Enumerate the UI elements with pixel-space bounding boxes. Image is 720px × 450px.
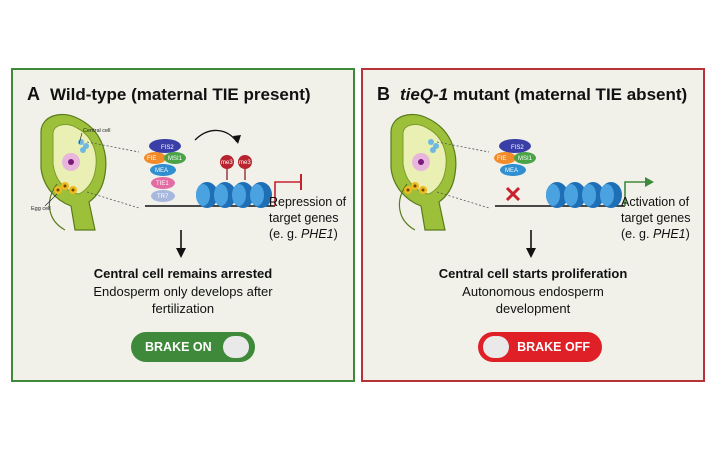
panel-a-title: A Wild-type (maternal TIE present)	[27, 84, 311, 105]
panel-b-letter: B	[377, 84, 390, 104]
target-genes-text: Activation of target genes (e. g. PHE1)	[621, 194, 691, 242]
prc2-complex: FIS2 FIE MSI1 MEA TIE1 TR7	[144, 139, 186, 202]
methylation-arrow	[194, 129, 238, 143]
target-line-1: Repression of	[269, 195, 347, 209]
mea-label: MEA	[505, 168, 518, 174]
outcome-text: Central cell remains arrested Endosperm …	[13, 266, 353, 317]
outcome-heading: Central cell remains arrested	[93, 266, 273, 281]
central-cell-nucleus	[418, 159, 424, 165]
brake-off-toggle[interactable]: BRAKE OFF	[478, 332, 602, 362]
prc2-complex: FIS2 FIE MSI1 MEA	[494, 139, 536, 176]
panel-b-title-text: mutant (maternal TIE absent)	[452, 85, 688, 104]
brake-on-toggle[interactable]: BRAKE ON	[131, 332, 255, 362]
me3-label-left: me3	[221, 160, 233, 166]
panel-b-title-italic: tieQ-1	[400, 85, 449, 104]
target-prefix: (e. g.	[269, 227, 301, 241]
brake-off-label: BRAKE OFF	[517, 340, 590, 354]
panel-a-diagram: Central cell Egg cell FIS2 FIE MSI1 MEA …	[31, 113, 302, 258]
panel-a-title-text: Wild-type (maternal TIE present)	[50, 85, 311, 104]
tr7-label: TR7	[157, 194, 169, 200]
target-line-2: target genes	[269, 211, 339, 225]
central-cell-label: Central cell	[83, 128, 111, 134]
target-suffix: )	[333, 227, 338, 241]
msi1-label: MSI1	[168, 156, 183, 162]
target-gene: PHE1	[652, 227, 686, 241]
cross-icon	[505, 186, 521, 202]
fis2-label: FIS2	[161, 145, 174, 151]
outcome-line-2: development	[495, 301, 571, 316]
panel-b-diagram: FIS2 FIE MSI1 MEA	[390, 113, 654, 258]
me3-mark-right	[238, 155, 252, 169]
fis2-label: FIS2	[511, 145, 524, 151]
outcome-line-1: Autonomous endosperm	[462, 284, 604, 299]
target-suffix: )	[685, 227, 690, 241]
target-prefix: (e. g.	[621, 227, 653, 241]
target-gene: PHE1	[300, 227, 334, 241]
repression-symbol	[274, 181, 301, 206]
toggle-knob	[483, 336, 509, 358]
brake-on-label: BRAKE ON	[145, 340, 212, 354]
nucleosomes	[196, 182, 272, 208]
msi1-label: MSI1	[518, 156, 533, 162]
me3-mark-left	[220, 155, 234, 169]
panel-a-letter: A	[27, 84, 40, 104]
target-line-3: (e. g. PHE1)	[621, 226, 691, 242]
outcome-heading: Central cell starts proliferation	[438, 266, 628, 281]
outcome-text: Central cell starts proliferation Autono…	[363, 266, 703, 317]
me3-label-right: me3	[239, 160, 251, 166]
ovule-illustration	[390, 113, 457, 231]
mea-label: MEA	[155, 168, 168, 174]
target-genes-text: Repression of target genes (e. g. PHE1)	[269, 194, 346, 242]
panel-wild-type: A Wild-type (maternal TIE present) Centra…	[11, 68, 355, 382]
central-cell-nucleus	[68, 159, 74, 165]
toggle-knob	[223, 336, 249, 358]
ovule-illustration	[40, 113, 107, 231]
fie-label: FIE	[147, 156, 156, 162]
activation-arrow	[624, 181, 647, 206]
outcome-line-2: fertilization	[151, 301, 215, 316]
target-line-3: (e. g. PHE1)	[269, 226, 346, 242]
target-line-2: target genes	[621, 211, 691, 225]
outcome-line-1: Endosperm only develops after	[93, 284, 273, 299]
tie1-label: TIE1	[156, 181, 169, 187]
fie-label: FIE	[497, 156, 506, 162]
egg-cell-label: Egg cell	[31, 206, 51, 212]
target-line-1: Activation of	[621, 195, 690, 209]
nucleosomes	[546, 182, 622, 208]
